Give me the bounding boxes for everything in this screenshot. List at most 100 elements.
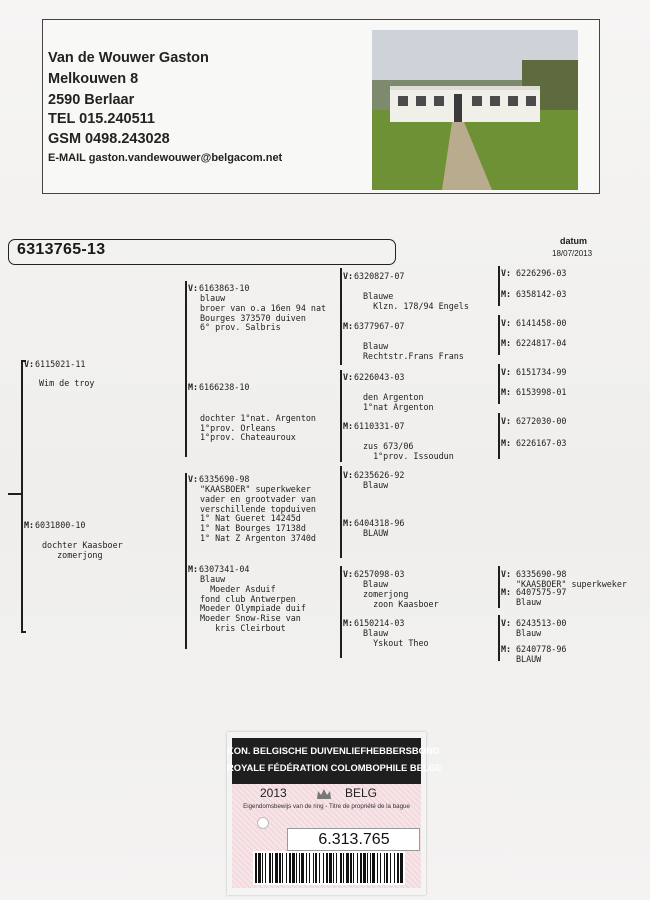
pigeon-ring-number: 6313765-13 <box>17 241 106 258</box>
g1-tick-top <box>21 360 26 362</box>
barcode-bar <box>329 853 332 883</box>
g3-entry-1-tag: M: <box>343 321 354 331</box>
g1-dam-ring: 6031800-10 <box>35 520 86 530</box>
barcode-bar <box>269 853 271 883</box>
barcode-bar <box>258 853 261 883</box>
g3-entry-6-line: zoon Kaasboer <box>363 598 439 609</box>
barcode-bar <box>319 853 320 883</box>
barcode-bar <box>400 853 403 883</box>
g4-entry-5-tag: M: <box>501 387 512 397</box>
g4-entry-10-ring: 6243513-00 <box>516 618 567 628</box>
g3-entry-4-tag: V: <box>343 470 354 480</box>
g3-bracket-1 <box>340 268 342 365</box>
card-ring-number: 6.313.765 <box>318 831 390 848</box>
g3-entry-7-tag: M: <box>343 618 354 628</box>
g2-entry-2-ring: 6335690-98 <box>199 474 250 484</box>
barcode-bar <box>282 853 283 883</box>
barcode-bar <box>360 853 362 883</box>
g2-entry-2-tag: V: <box>188 474 199 484</box>
g3-entry-0-line: Blauwe <box>363 290 394 301</box>
card-number-field <box>287 828 420 851</box>
g2-entry-0-line: blauw <box>200 293 226 303</box>
g3-entry-4-ring: 6235626-92 <box>354 470 405 480</box>
g4-entry-11-tag: M: <box>501 644 512 654</box>
g3-entry-5-ring: 6404318-96 <box>354 518 405 528</box>
g2-entry-2-line: vader en grootvader van <box>200 493 316 504</box>
barcode-bar <box>394 853 395 883</box>
root-connector <box>8 493 22 495</box>
g3-entry-1-line: Blauw <box>363 340 389 351</box>
barcode-bar <box>313 853 314 883</box>
g2-bracket-upper <box>185 281 187 457</box>
g3-entry-5-tag: M: <box>343 518 354 528</box>
barcode-bar <box>390 853 391 883</box>
g2-entry-3-tag: M: <box>188 564 199 574</box>
g4-entry-10-line: Blauw <box>516 628 542 638</box>
g4-entry-1-tag: M: <box>501 289 512 299</box>
barcode-bar <box>309 853 310 883</box>
g2-entry-2-line: verschillende topduiven <box>200 503 316 514</box>
g3-entry-4-line: Blauw <box>363 480 389 490</box>
g1-dam-tag: M: <box>24 520 35 530</box>
g4-bracket-1 <box>498 266 500 306</box>
barcode-bar <box>372 853 375 883</box>
g4-entry-9-ring: 6407575-97 <box>516 587 567 597</box>
g3-entry-3-line: zus 673/06 <box>363 440 414 451</box>
barcode-bar <box>286 853 287 883</box>
g4-bracket-6 <box>498 615 500 661</box>
g4-entry-9-tag: M: <box>501 587 512 597</box>
g3-entry-7-line: Yskout Theo <box>363 637 429 648</box>
g4-entry-1-ring: 6358142-03 <box>516 289 567 299</box>
barcode-bar <box>262 853 263 883</box>
barcode-bar <box>363 853 366 883</box>
barcode-bar <box>343 853 344 883</box>
g4-bracket-5 <box>498 566 500 608</box>
g3-entry-0-ring: 6320827-07 <box>354 271 405 281</box>
g3-entry-6-ring: 6257098-03 <box>354 569 405 579</box>
g2-entry-2-line: 1° Nat Bourges 17138d <box>200 523 306 534</box>
barcode-bar <box>367 853 368 883</box>
ring-ownership-card: KON. BELGISCHE DUIVENLIEFHEBBERSBOND ROY… <box>227 732 442 895</box>
g1-dam-line: dochter Kaasboer <box>42 540 123 550</box>
g2-entry-3-ring: 6307341-04 <box>199 564 250 574</box>
barcode-bar <box>272 853 273 883</box>
barcode-bar <box>306 853 307 883</box>
g4-entry-2-ring: 6141458-00 <box>516 318 567 328</box>
barcode-bar <box>292 853 295 883</box>
card-year: 2013 <box>260 786 287 800</box>
barcode-bar <box>265 853 266 883</box>
g2-entry-1-line: 1°prov. Chateauroux <box>200 432 296 443</box>
g4-entry-6-tag: V: <box>501 416 512 426</box>
barcode-bar <box>289 853 291 883</box>
g1-sire-tag: V: <box>24 359 35 369</box>
g2-entry-3-line: Moeder Snow-Rise van <box>200 613 301 624</box>
g3-entry-3-ring: 6110331-07 <box>354 421 405 431</box>
g4-entry-3-tag: M: <box>501 338 512 348</box>
g2-entry-1-line: dochter 1°nat. Argenton <box>200 412 316 423</box>
barcode-bar <box>333 853 334 883</box>
barcode-bar <box>377 853 378 883</box>
crown-icon <box>317 789 331 799</box>
g4-entry-6-ring: 6272030-00 <box>516 416 567 426</box>
card-federation-nl: KON. BELGISCHE DUIVENLIEFHEBBERSBOND <box>227 745 440 756</box>
card-punch-hole <box>257 817 269 829</box>
g3-entry-7-line: Blauw <box>363 628 389 638</box>
barcode-bar <box>296 853 297 883</box>
g4-entry-9-line: Blauw <box>516 597 542 607</box>
barcode-bar <box>315 853 317 883</box>
g2-entry-0-line: Bourges 373570 duiven <box>200 312 306 323</box>
g3-entry-2-line: 1°nat Argenton <box>363 401 434 412</box>
g1-dam-line: zomerjong <box>42 549 103 560</box>
g4-entry-10-tag: V: <box>501 618 512 628</box>
barcode-bar <box>336 853 337 883</box>
g3-entry-6-line: Blauw <box>363 579 389 589</box>
barcode-bar <box>323 853 324 883</box>
g3-entry-5-line: BLAUW <box>363 528 389 538</box>
g2-entry-1-line: 1°prov. Orleans <box>200 422 276 433</box>
barcode-bar <box>279 853 281 883</box>
barcode-bar <box>299 853 300 883</box>
g4-entry-4-tag: V: <box>501 367 512 377</box>
barcode-bar <box>326 853 328 883</box>
g4-entry-7-tag: M: <box>501 438 512 448</box>
g3-entry-7-ring: 6150214-03 <box>354 618 405 628</box>
